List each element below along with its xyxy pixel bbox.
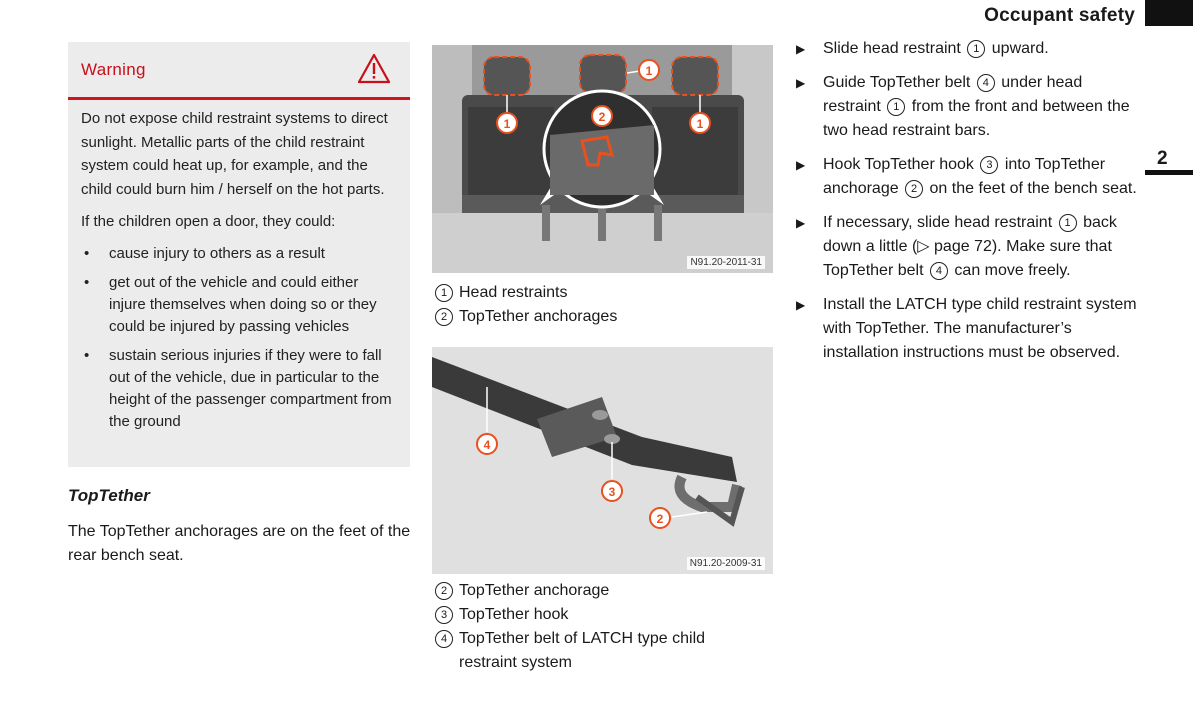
step-ref-number: 1 (887, 98, 906, 116)
step-ref-number: 2 (905, 180, 924, 198)
step-text: back down a little (▷ page 72). Make sur… (823, 214, 1117, 279)
header-marker-block (1145, 0, 1193, 26)
warning-bullet-list: cause injury to others as a result get o… (81, 243, 398, 433)
warning-body: Do not expose child restraint systems to… (68, 100, 410, 433)
legend-number: 3 (435, 606, 453, 624)
step-ref-number: 1 (967, 40, 986, 58)
warning-header: Warning (68, 42, 410, 100)
figure-code: N91.20-2011-31 (687, 256, 765, 269)
warning-bullet: sustain serious injuries if they were to… (81, 345, 398, 433)
instruction-steps: Slide head restraint 1 upward. Guide Top… (796, 37, 1141, 375)
svg-text:3: 3 (609, 485, 616, 499)
instruction-step: Guide TopTether belt 4 under head restra… (796, 71, 1141, 143)
figure-code: N91.20-2009-31 (686, 557, 765, 570)
svg-text:4: 4 (484, 438, 491, 452)
legend-number: 4 (435, 630, 453, 648)
figure-toptether-hook: 4 3 2 N91.20-2009-31 (432, 347, 773, 574)
step-text: Slide head restraint (823, 40, 961, 57)
legend-item: 2 TopTether anchorage (433, 579, 763, 603)
warning-paragraph: If the children open a door, they could: (81, 213, 336, 230)
legend-item: 4 TopTether belt of LATCH type child res… (433, 627, 763, 675)
warning-box: Warning Do not expose child restraint sy… (68, 42, 410, 467)
step-text: on the feet of the bench seat. (929, 180, 1137, 197)
legend-item: 3 TopTether hook (433, 603, 763, 627)
section-heading: TopTether (68, 486, 150, 505)
step-text: under head restraint (823, 74, 1083, 115)
svg-text:1: 1 (646, 64, 653, 78)
legend-number: 2 (435, 308, 453, 326)
step-text: from the front and between the two head … (823, 98, 1130, 139)
figure-head-restraints: 1 1 1 2 N91.20-2011-31 (432, 45, 773, 273)
legend-text: TopTether anchorage (459, 582, 610, 599)
instruction-step: Hook TopTether hook 3 into TopTether anc… (796, 153, 1141, 201)
legend-text: Head restraints (459, 284, 568, 301)
step-text: Guide TopTether belt (823, 74, 971, 91)
instruction-step: Install the LATCH type child restraint s… (796, 293, 1141, 365)
chapter-number-tab: 2 (1145, 147, 1193, 175)
svg-text:2: 2 (657, 512, 664, 526)
figure-rear-bench-illustration: 1 1 1 2 (432, 45, 773, 273)
step-text: Hook TopTether hook (823, 156, 974, 173)
step-ref-number: 4 (929, 262, 948, 280)
step-text: Install the LATCH type child restraint s… (823, 296, 1137, 361)
warning-title: Warning (81, 60, 146, 79)
step-text: If necessary, slide head restraint (823, 214, 1053, 231)
svg-text:1: 1 (697, 117, 704, 131)
step-ref-number: 4 (976, 74, 995, 92)
step-text: upward. (991, 40, 1049, 57)
legend-text: TopTether belt of LATCH type child restr… (459, 630, 706, 671)
figure1-legend: 1 Head restraints 2 TopTether anchorages (433, 281, 617, 329)
figure2-legend: 2 TopTether anchorage 3 TopTether hook 4… (433, 579, 763, 675)
legend-text: TopTether anchorages (459, 308, 618, 325)
page-section-title: Occupant safety (984, 5, 1135, 26)
legend-item: 2 TopTether anchorages (433, 305, 617, 329)
legend-number: 2 (435, 582, 453, 600)
instruction-step: Slide head restraint 1 upward. (796, 37, 1141, 61)
warning-paragraph: Do not expose child restraint systems to… (81, 110, 388, 198)
step-ref-number: 3 (980, 156, 999, 174)
warning-triangle-icon (357, 53, 391, 89)
warning-bullet: get out of the vehicle and could either … (81, 272, 398, 338)
instruction-step: If necessary, slide head restraint 1 bac… (796, 211, 1141, 283)
legend-text: TopTether hook (459, 606, 569, 623)
figure-belt-hook-illustration: 4 3 2 (432, 347, 773, 574)
warning-bullet: cause injury to others as a result (81, 243, 398, 265)
legend-number: 1 (435, 284, 453, 302)
svg-text:2: 2 (599, 110, 606, 124)
legend-item: 1 Head restraints (433, 281, 617, 305)
step-ref-number: 1 (1058, 214, 1077, 232)
step-text: can move freely. (954, 262, 1071, 279)
section-intro: The TopTether anchorages are on the feet… (68, 523, 411, 564)
step-text: into TopTether anchorage (823, 156, 1106, 197)
svg-text:1: 1 (504, 117, 511, 131)
